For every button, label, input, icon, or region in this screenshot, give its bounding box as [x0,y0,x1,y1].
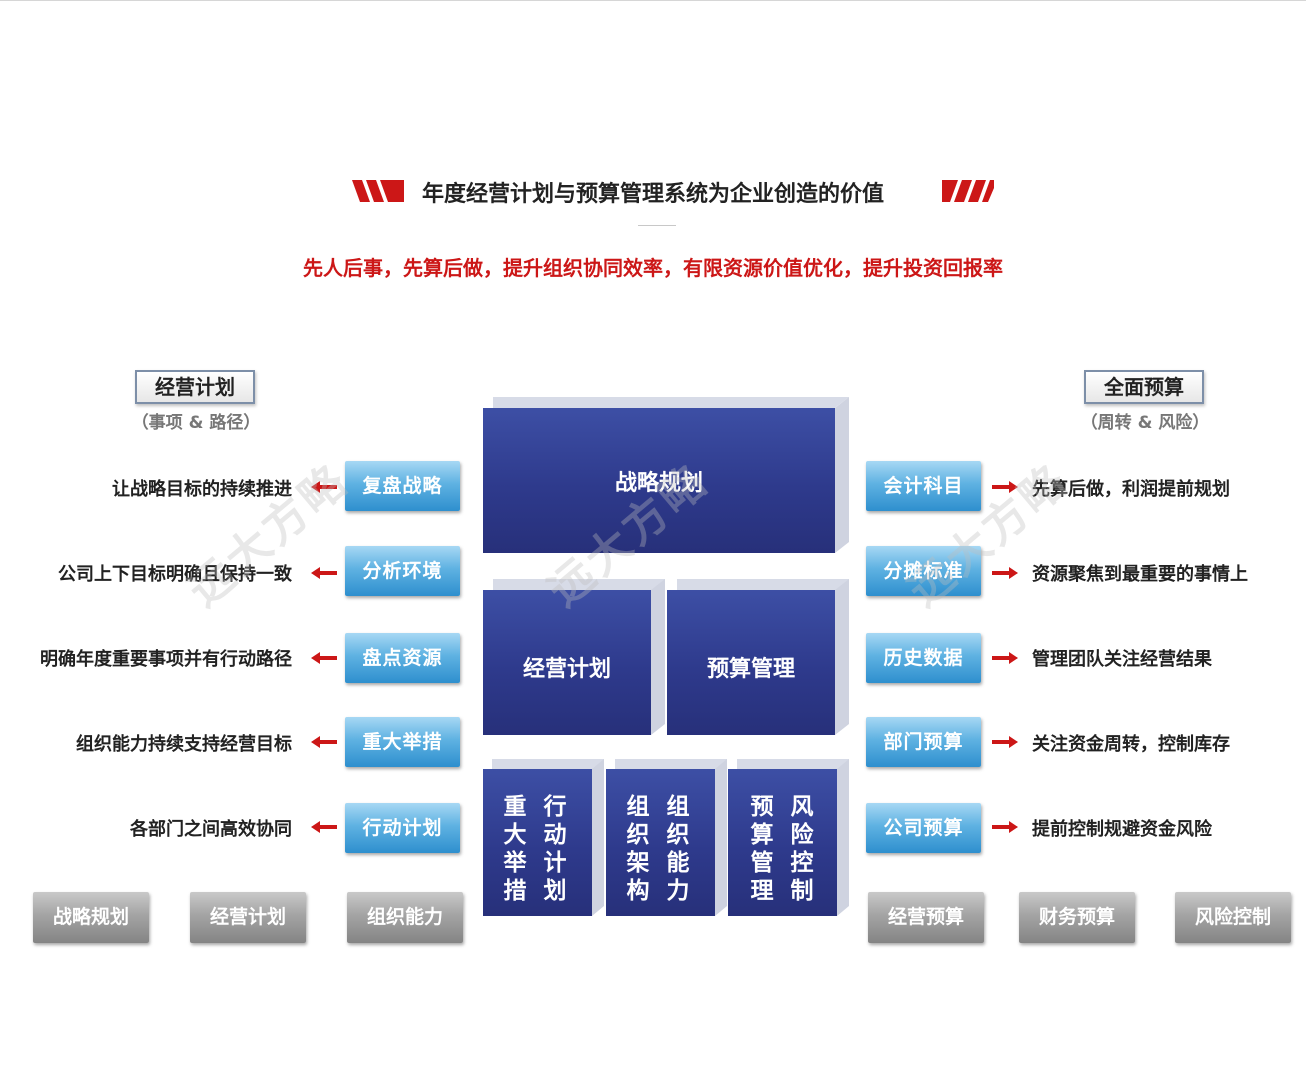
block-organization-col1: 组织架构 [626,794,650,904]
block-operation-plan: 经营计划 [483,579,665,735]
bottom-button-left[interactable]: 经营计划 [190,892,306,943]
block-major-actions: 重大举措 行动计划 [483,759,604,916]
right-row-text: 关注资金周转，控制库存 [1032,734,1230,755]
bottom-button-right[interactable]: 财务预算 [1019,892,1135,943]
page-title: 年度经营计划与预算管理系统为企业创造的价值 [421,182,884,207]
arrow-right-icon [992,652,1018,664]
left-row-button[interactable]: 盘点资源 [345,633,460,683]
block-budget-risk: 预算管理 风险控制 [728,759,849,916]
block-strategy-planning: 战略规划 [483,397,849,553]
arrow-right-icon [992,481,1018,493]
arrow-right-icon [992,567,1018,579]
left-row-button[interactable]: 行动计划 [345,803,460,853]
top-border-line [0,0,1306,1]
right-row-text: 资源聚焦到最重要的事情上 [1032,564,1248,585]
left-row-button[interactable]: 重大举措 [345,717,460,767]
block-budget-risk-col2: 风险控制 [790,794,814,904]
right-row-button[interactable]: 公司预算 [866,803,981,853]
arrow-right-icon [992,736,1018,748]
left-row-button[interactable]: 复盘战略 [345,461,460,511]
right-row-button[interactable]: 会计科目 [866,461,981,511]
block-operation-plan-label: 经营计划 [522,657,611,682]
right-row-button[interactable]: 部门预算 [866,717,981,767]
bottom-button-right[interactable]: 经营预算 [868,892,984,943]
left-row-text: 各部门之间高效协同 [130,819,292,840]
left-heading: 经营计划 [135,370,255,404]
left-row-text: 让战略目标的持续推进 [112,479,292,500]
title-divider [638,225,676,226]
left-heading-sub: （事项 & 路径） [131,413,261,433]
right-row-button[interactable]: 历史数据 [866,633,981,683]
bottom-button-left[interactable]: 组织能力 [347,892,463,943]
arrow-left-icon [311,567,337,579]
block-organization: 组织架构 组织能力 [606,759,727,916]
arrow-left-icon [311,481,337,493]
arrow-left-icon [311,736,337,748]
left-row-text: 公司上下目标明确且保持一致 [58,564,292,585]
header-stripes-left-icon [352,180,404,202]
block-budget-management: 预算管理 [667,579,849,735]
header-stripes-right-icon [942,180,994,202]
right-heading-sub: （周转 & 风险） [1080,413,1210,433]
right-row-button[interactable]: 分摊标准 [866,546,981,596]
block-major-actions-col1: 重大举措 [503,794,527,904]
arrow-right-icon [992,821,1018,833]
left-row-button[interactable]: 分析环境 [345,546,460,596]
block-budget-risk-col1: 预算管理 [750,794,774,904]
arrow-left-icon [311,652,337,664]
block-organization-col2: 组织能力 [666,794,690,904]
left-row-text: 明确年度重要事项并有行动路径 [40,649,292,670]
right-row-text: 管理团队关注经营结果 [1032,649,1212,670]
right-row-text: 先算后做，利润提前规划 [1032,479,1230,500]
right-heading: 全面预算 [1084,370,1204,404]
page-subtitle: 先人后事，先算后做，提升组织协同效率，有限资源价值优化，提升投资回报率 [303,256,1003,280]
block-major-actions-col2: 行动计划 [543,794,567,904]
right-row-text: 提前控制规避资金风险 [1032,819,1212,840]
watermark: 远大方略 [178,454,359,617]
block-strategy-planning-label: 战略规划 [614,471,703,496]
arrow-left-icon [311,821,337,833]
block-budget-management-label: 预算管理 [706,657,795,682]
bottom-button-left[interactable]: 战略规划 [33,892,149,943]
bottom-button-right[interactable]: 风险控制 [1175,892,1291,943]
left-row-text: 组织能力持续支持经营目标 [76,734,292,755]
